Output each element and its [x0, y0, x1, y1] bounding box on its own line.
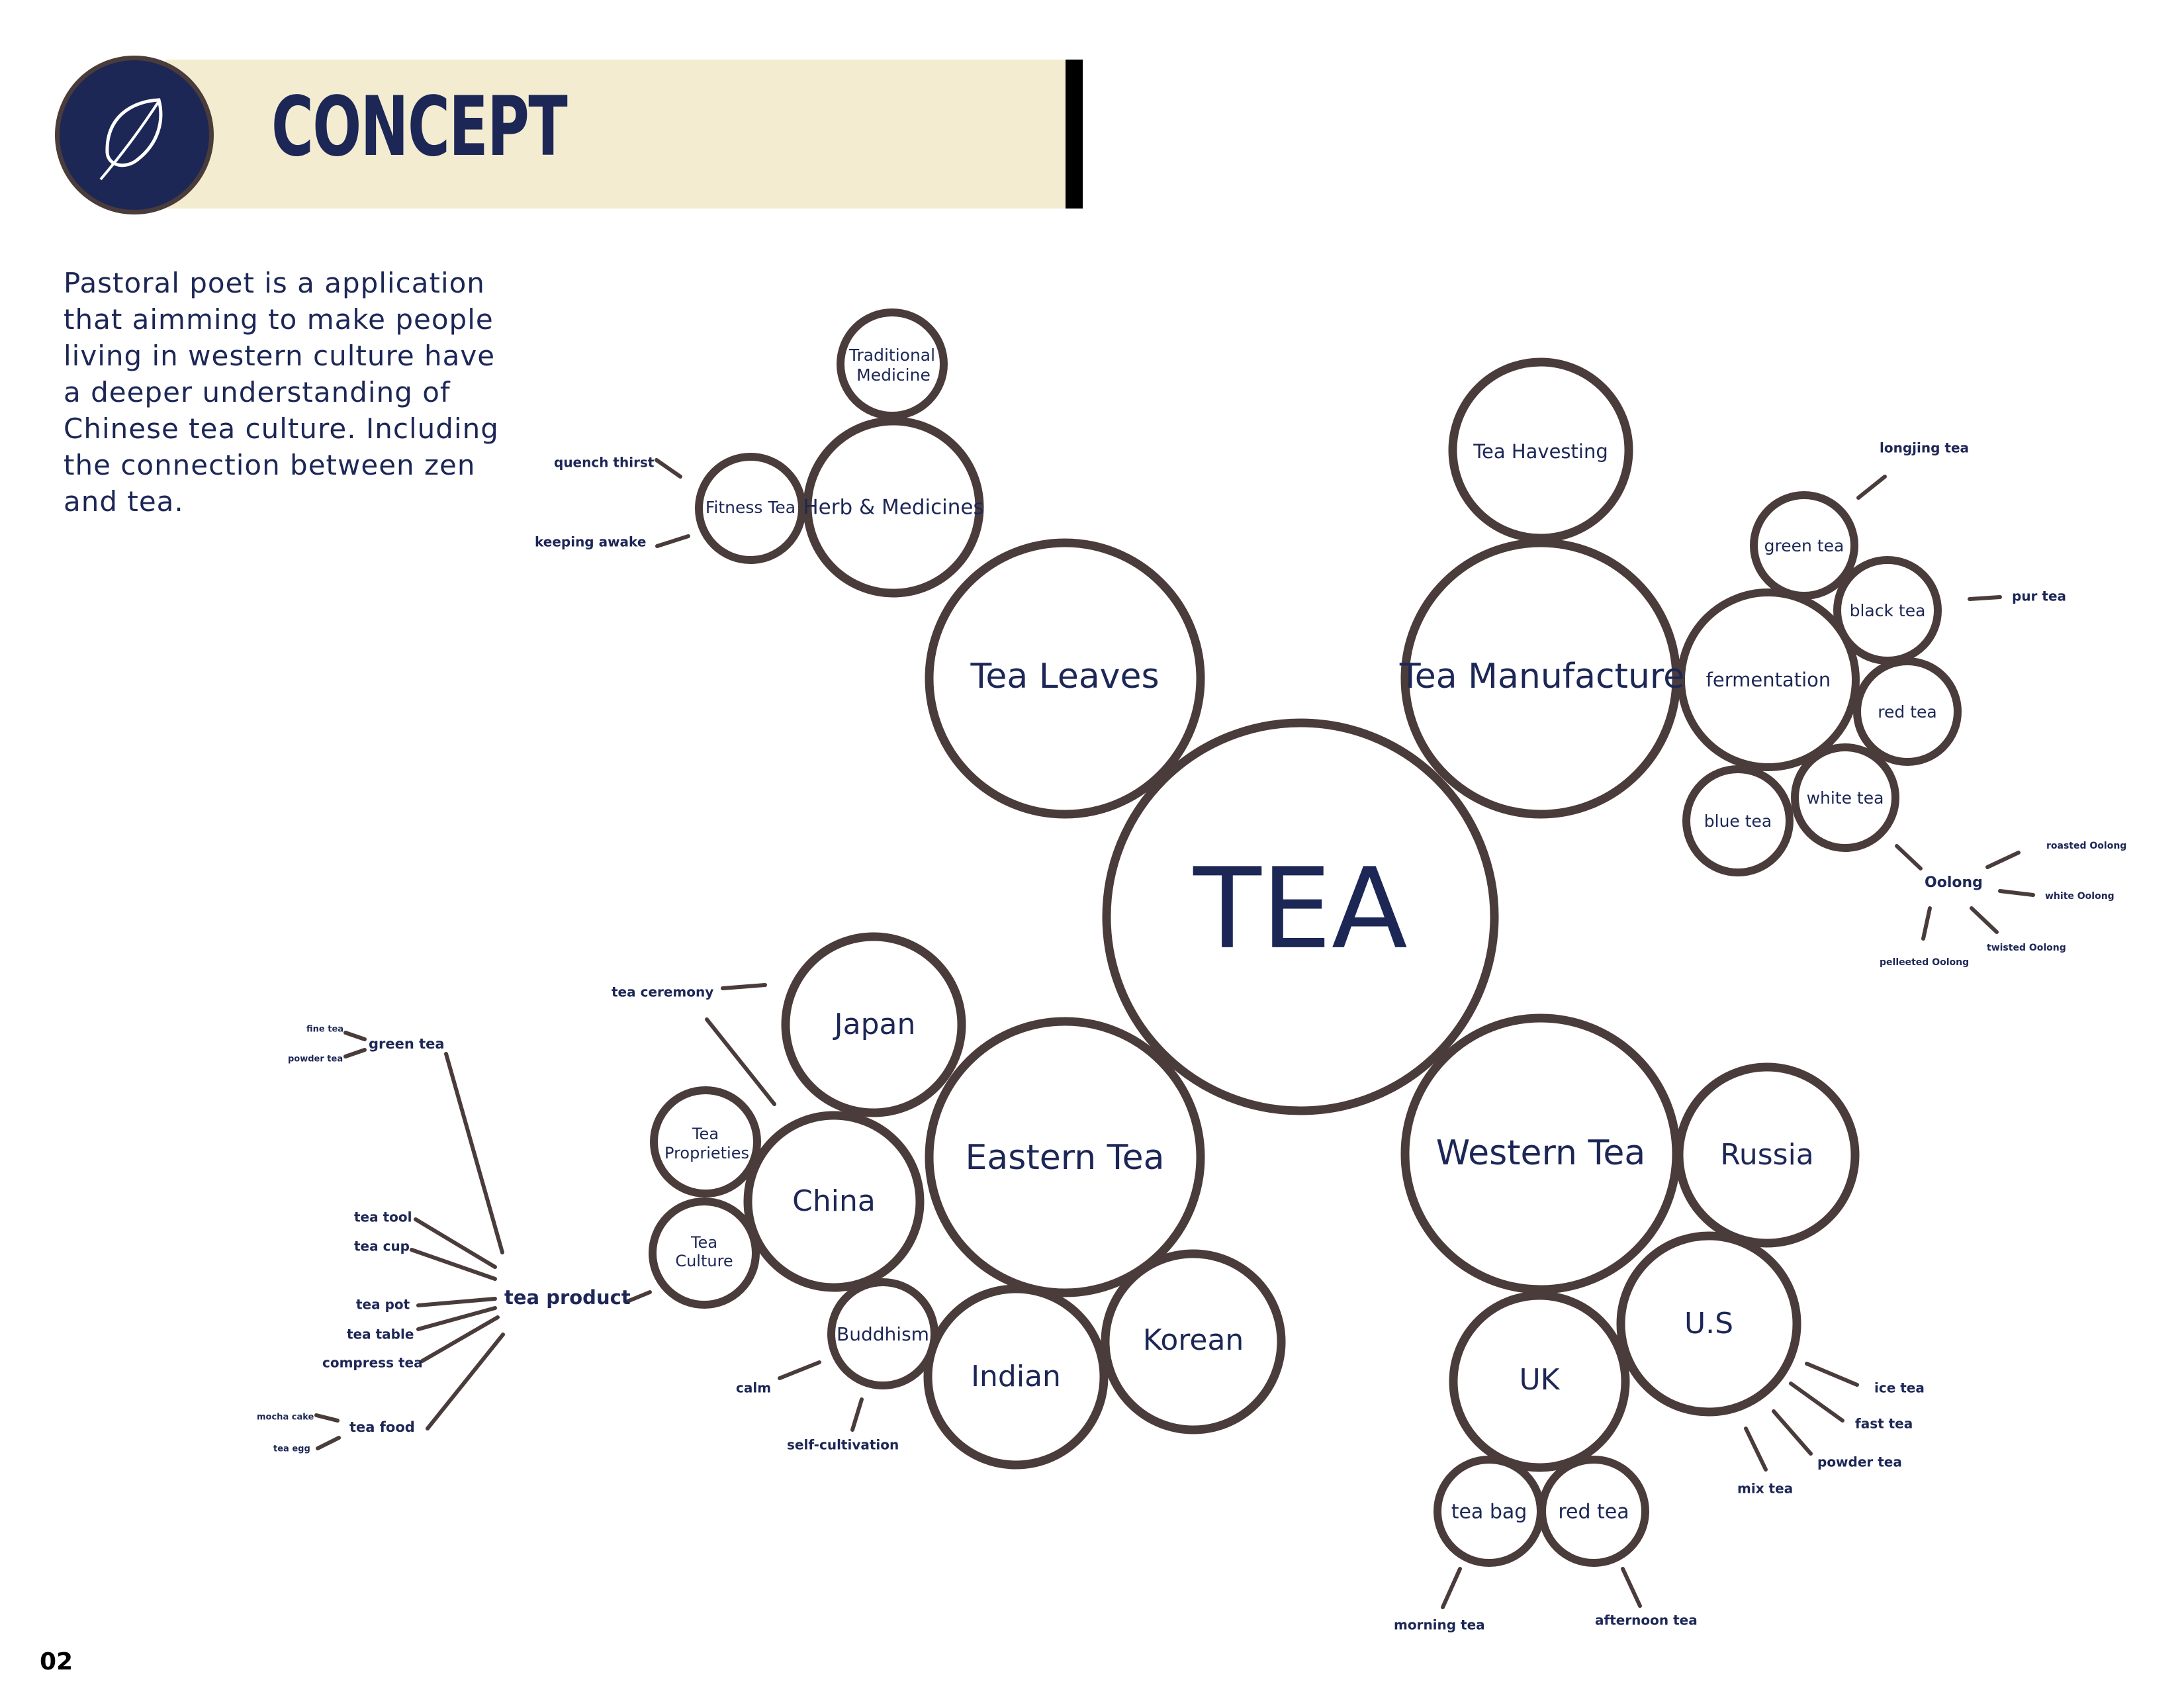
node-label: Western Tea [1436, 1133, 1646, 1173]
annotation-label: pelleeted Oolong [1880, 957, 1969, 968]
japan-bubble [781, 932, 966, 1117]
node-label: Proprieties [664, 1144, 749, 1162]
indian-bubble [923, 1284, 1109, 1470]
annotation-label: tea product [504, 1286, 631, 1309]
annotation-label: Oolong [1925, 874, 1983, 891]
node-label: Tea [692, 1125, 719, 1143]
page-number: 02 [40, 1648, 73, 1675]
tea-havesting-bubble [1448, 357, 1633, 543]
black-tea-bubble [1833, 556, 1942, 665]
node-label: Culture [675, 1252, 733, 1270]
node-label: Traditional [848, 346, 935, 365]
node-label: Buddhism [837, 1323, 929, 1345]
header-accent-bar [1066, 60, 1083, 209]
node-label: U.S [1684, 1307, 1733, 1340]
node-label: Tea Leaves [970, 657, 1159, 696]
annotation-label: tea ceremony [612, 984, 713, 1000]
red-tea-bubble [1853, 657, 1962, 766]
node-label: red tea [1558, 1501, 1629, 1524]
annotation-label: tea food [349, 1419, 415, 1435]
node-label: Tea Havesting [1473, 440, 1608, 463]
node-label: Russia [1720, 1138, 1814, 1172]
node-label: Fitness Tea [705, 498, 796, 517]
annotation-labels: quench thirst keeping awake longjing tea… [257, 440, 2126, 1633]
bubbles [649, 308, 1962, 1567]
green-tea-bubble [1750, 491, 1858, 600]
korean-bubble [1101, 1249, 1286, 1434]
annotation-label: ice tea [1874, 1380, 1925, 1396]
annotation-label: morning tea [1394, 1617, 1485, 1633]
traditional-medicine-bubble [837, 308, 948, 420]
annotation-label: quench thirst [554, 455, 655, 471]
tea-manufacture-bubble [1400, 538, 1681, 819]
herb-medicines-bubble [803, 416, 984, 598]
annotation-label: roasted Oolong [2046, 841, 2126, 851]
tea-culture-bubble [649, 1197, 760, 1309]
node-label: Japan [833, 1008, 916, 1041]
tea-proprieties-bubble [650, 1086, 761, 1197]
node-label: Eastern Tea [966, 1138, 1165, 1178]
white-tea-bubble [1791, 743, 1899, 852]
annotation-label: fine tea [306, 1025, 343, 1035]
center-label: TEA [1193, 844, 1408, 974]
node-label: green tea [1764, 536, 1844, 555]
us-bubble [1616, 1231, 1801, 1417]
annotation-label: mix tea [1737, 1481, 1793, 1497]
tea-leaves-bubble [925, 538, 1205, 819]
annotation-label: compress tea [322, 1355, 423, 1371]
annotation-label: white Oolong [2045, 891, 2115, 902]
annotation-label: fast tea [1855, 1416, 1913, 1432]
fermentation-bubble [1677, 588, 1860, 771]
tea-center-bubble [1102, 718, 1499, 1115]
bubble-labels: TEA Tea Leaves Herb & Medicines Traditio… [664, 346, 1937, 1524]
annotation-label: tea egg [273, 1444, 310, 1454]
annotation-label: powder tea [1817, 1454, 1902, 1470]
node-label: UK [1519, 1363, 1560, 1397]
fitness-tea-bubble [695, 453, 806, 564]
annotation-label: self-cultivation [787, 1437, 899, 1453]
node-label: China [792, 1184, 876, 1218]
node-label: Tea Manufacture [1399, 657, 1684, 696]
eastern-tea-bubble [925, 1017, 1205, 1297]
annotation-label: tea pot [356, 1297, 410, 1313]
annotation-label: longjing tea [1880, 440, 1969, 456]
annotation-label: powder tea [288, 1055, 343, 1064]
node-label: Herb & Medicines [803, 496, 983, 520]
node-label: fermentation [1706, 669, 1831, 691]
node-label: Medicine [856, 365, 931, 385]
russia-bubble [1674, 1062, 1860, 1248]
annotation-label: tea cup [354, 1239, 410, 1254]
annotation-label: green tea [369, 1036, 445, 1052]
annotation-label: twisted Oolong [1987, 943, 2066, 953]
annotation-label: tea tool [354, 1209, 412, 1225]
node-label: Indian [971, 1360, 1061, 1393]
uk-red-tea-bubble [1538, 1456, 1649, 1567]
page-title: CONCEPT [271, 79, 568, 175]
annotation-label: calm [736, 1380, 771, 1396]
annotation-label: keeping awake [535, 534, 646, 550]
annotation-label: tea table [347, 1327, 414, 1342]
china-bubble [743, 1111, 925, 1292]
node-label: red tea [1878, 702, 1936, 722]
node-label: tea bag [1451, 1501, 1527, 1524]
node-label: white tea [1807, 788, 1884, 808]
leaf-icon [99, 98, 163, 181]
header-banner [165, 60, 1072, 209]
node-label: black tea [1850, 601, 1926, 620]
annotation-label: pur tea [2012, 588, 2066, 604]
annotation-label: afternoon tea [1595, 1613, 1698, 1628]
blue-tea-bubble [1682, 765, 1794, 876]
node-label: Tea [690, 1233, 717, 1252]
logo-badge [55, 56, 214, 214]
annotation-label: mocha cake [257, 1413, 314, 1423]
connector-lines [314, 458, 2035, 1609]
node-label: Korean [1143, 1323, 1244, 1357]
uk-bubble [1449, 1291, 1630, 1472]
node-label: blue tea [1704, 812, 1772, 831]
intro-paragraph: Pastoral poet is a application that aimm… [64, 267, 499, 518]
